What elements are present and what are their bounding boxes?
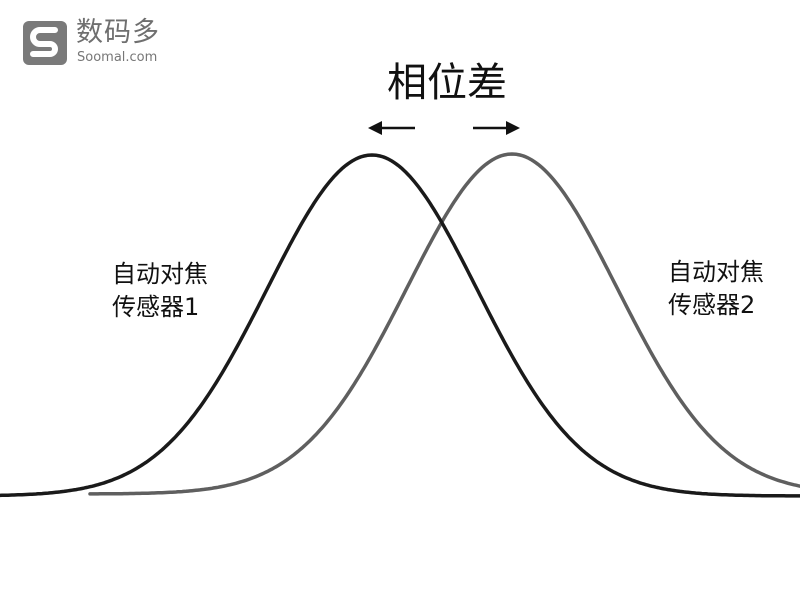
logo-name-en: Soomal.com [77, 50, 158, 65]
sensor1-label: 自动对焦 传感器1 [112, 258, 208, 324]
diagram-title: 相位差 [387, 60, 507, 106]
soomal-s-logo-icon [23, 21, 67, 65]
arrow-right-icon [473, 121, 520, 135]
sensor2-label-line1: 自动对焦 [668, 258, 764, 286]
sensor1-label-line1: 自动对焦 [112, 260, 208, 288]
sensor2-curve [88, 152, 800, 496]
sensor1-curve [0, 153, 800, 498]
sensor1-label-line2: 传感器1 [112, 293, 200, 321]
logo-name-cn: 数码多 [76, 17, 160, 48]
sensor2-label-line2: 传感器2 [668, 291, 756, 319]
sensor2-label: 自动对焦 传感器2 [668, 256, 764, 322]
arrow-left-icon [368, 121, 415, 135]
